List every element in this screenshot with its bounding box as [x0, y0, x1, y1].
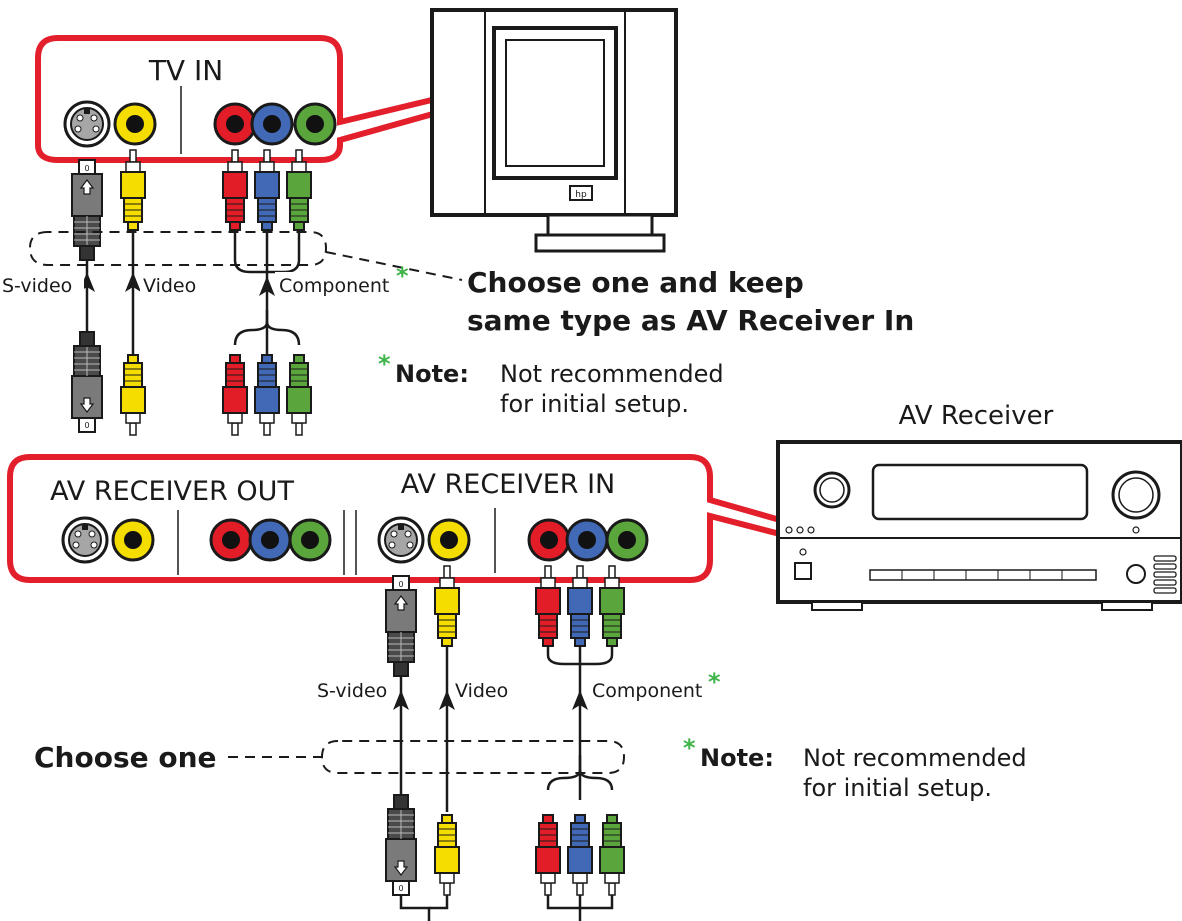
choose-tv-line2: same type as AV Receiver In [467, 304, 914, 337]
rca-port-icon [250, 102, 294, 146]
av-receiver-icon [776, 440, 1182, 611]
rca-port-icon [113, 102, 157, 146]
note-top-asterisk: * [378, 350, 391, 378]
tv-choose-leader [325, 251, 463, 281]
svideo-plug-mark: 0 [84, 421, 89, 430]
tv-video-label: Video [143, 275, 196, 297]
svideo-port-icon [63, 100, 111, 148]
av-out-title: AV RECEIVER OUT [50, 476, 294, 507]
choose-av-label: Choose one [34, 741, 217, 774]
tv-choose-bracket [28, 231, 328, 266]
note-top-line2: for initial setup. [500, 390, 689, 418]
tv-in-title: TV IN [148, 54, 223, 87]
svideo-plug-icon [385, 794, 417, 896]
av-video-label: Video [455, 680, 508, 702]
note-bottom-asterisk: * [683, 734, 696, 762]
note-bottom-line2: for initial setup. [803, 774, 992, 802]
av-svideo-label: S-video [317, 680, 387, 702]
svideo-plug-icon [71, 159, 103, 261]
svideo-plug-icon [71, 331, 103, 433]
rca-port-icon [605, 518, 649, 562]
note-top-line1: Not recommended [500, 360, 724, 388]
svideo-plug-icon [385, 575, 417, 677]
note-bottom-line1: Not recommended [803, 744, 1027, 772]
rca-port-icon [565, 518, 609, 562]
note-top-label: Note: [395, 360, 469, 388]
svideo-port-icon [61, 516, 109, 564]
rca-plug-icon [567, 814, 593, 896]
tv-logo: hp [575, 190, 587, 200]
rca-port-icon [248, 518, 292, 562]
rca-plug-icon [434, 814, 460, 896]
svideo-plug-mark: 0 [84, 164, 89, 173]
rca-plug-icon [254, 354, 280, 436]
rca-plug-icon [286, 354, 312, 436]
tv-component-label: Component [279, 275, 389, 297]
rca-plug-icon [222, 354, 248, 436]
rca-port-icon [111, 518, 155, 562]
tv-in-panel [35, 35, 443, 163]
choose-tv-line1: Choose one and keep [467, 266, 804, 299]
svideo-port-icon [377, 516, 425, 564]
rca-port-icon [293, 102, 337, 146]
tv-component-asterisk: * [396, 262, 409, 290]
rca-port-icon [288, 518, 332, 562]
av-component-label: Component [592, 680, 702, 702]
svideo-plug-mark: 0 [398, 580, 403, 589]
av-receiver-label: AV Receiver [899, 401, 1054, 431]
av-in-title: AV RECEIVER IN [401, 469, 616, 500]
av-cables [399, 646, 614, 921]
av-component-asterisk: * [708, 668, 721, 696]
rca-port-icon [213, 102, 257, 146]
rca-port-icon [527, 518, 571, 562]
tv-icon [430, 8, 678, 253]
rca-port-icon [209, 518, 253, 562]
rca-plug-icon [535, 814, 561, 896]
svideo-plug-mark: 0 [398, 884, 403, 893]
rca-plug-icon [120, 354, 146, 436]
tv-svideo-label: S-video [2, 275, 72, 297]
av-choose-bracket [320, 740, 626, 774]
av-receiver-panel [7, 454, 783, 583]
note-bottom-label: Note: [700, 744, 774, 772]
rca-plug-icon [599, 814, 625, 896]
rca-port-icon [427, 518, 471, 562]
